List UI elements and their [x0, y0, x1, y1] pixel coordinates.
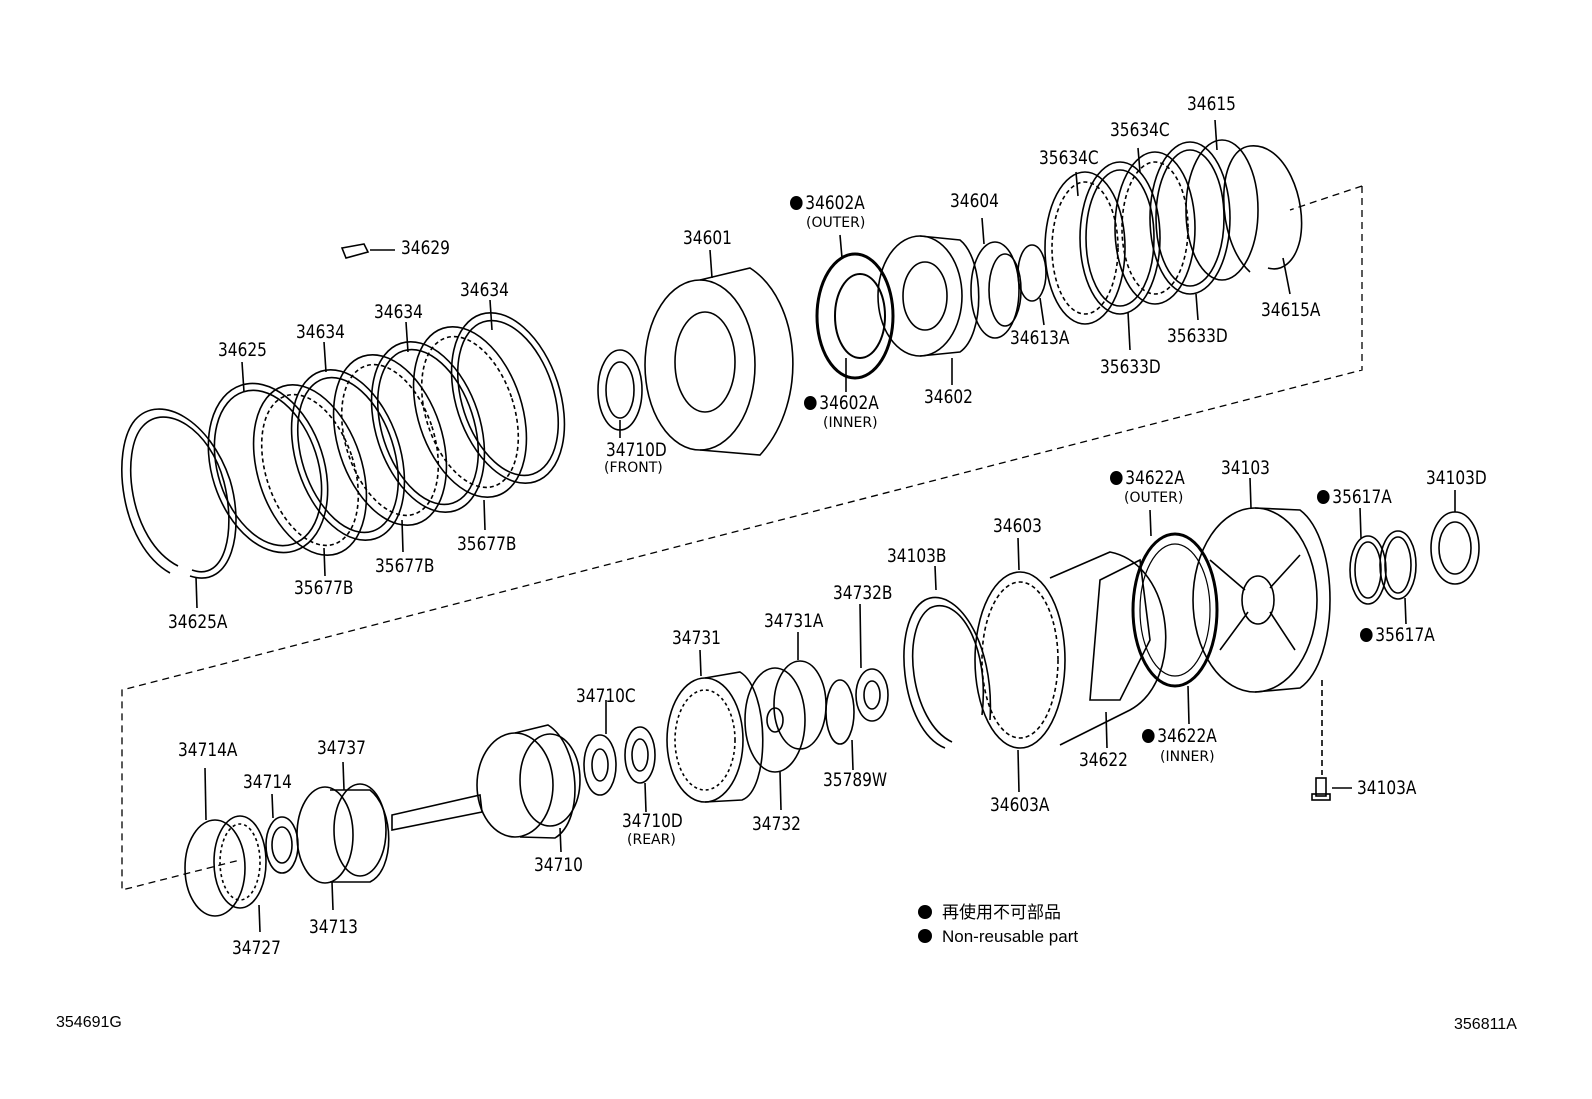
label-34103D: 34103D — [1426, 467, 1487, 489]
non-reusable-marker — [918, 905, 932, 919]
label-34634: 34634 — [296, 321, 345, 343]
part-34613A-snap-ring — [1017, 244, 1047, 326]
label-34737: 34737 — [317, 737, 366, 759]
label-outer: (OUTER) — [806, 215, 866, 231]
label-inner: (INNER) — [823, 415, 878, 431]
label-35677B: 35677B — [294, 577, 354, 599]
label-34604: 34604 — [950, 190, 999, 212]
label-34732: 34732 — [752, 813, 801, 835]
label-34602: 34602 — [924, 386, 973, 408]
label-34629: 34629 — [401, 237, 450, 259]
non-reusable-marker — [1110, 471, 1123, 485]
label-34602A-outer: 34602A — [790, 193, 865, 213]
label-35634C: 35634C — [1110, 119, 1170, 141]
label-34603: 34603 — [993, 515, 1042, 537]
label-34625: 34625 — [218, 339, 267, 361]
label-34710D-rear: 34710D — [622, 810, 683, 832]
non-reusable-marker — [918, 929, 932, 943]
non-reusable-marker — [790, 196, 803, 210]
part-34732-carrier — [744, 632, 827, 811]
label-34615: 34615 — [1187, 93, 1236, 115]
footer-right-code: 356811A — [1454, 1016, 1517, 1033]
part-34710D-front-bearing — [597, 349, 643, 438]
part-34603-drum — [974, 537, 1167, 793]
label-34602A-inner: 34602A — [804, 393, 879, 413]
part-34625A-snap-ring — [121, 408, 237, 609]
part-34103-housing — [1192, 477, 1331, 775]
part-clutch-discs — [252, 299, 566, 577]
part-34737-34713 — [296, 761, 390, 911]
part-34622A-seals — [1131, 509, 1219, 725]
part-35617A-seals — [1349, 507, 1417, 625]
label-35617A: 35617A — [1360, 625, 1435, 645]
label-inner: (INNER) — [1160, 749, 1215, 765]
part-34731-ring-gear — [666, 649, 764, 803]
part-34103B-band — [903, 565, 992, 749]
label-34714: 34714 — [243, 771, 292, 793]
label-34713: 34713 — [309, 916, 358, 938]
label-35677B: 35677B — [375, 555, 435, 577]
label-34615A: 34615A — [1261, 299, 1321, 321]
part-34629-pin — [340, 243, 395, 259]
label-35789W: 35789W — [823, 769, 888, 791]
label-34731A: 34731A — [764, 610, 824, 632]
label-34103: 34103 — [1221, 457, 1270, 479]
part-34714-bearing — [265, 793, 299, 874]
footer-left-code: 354691G — [56, 1014, 122, 1031]
part-rear-clutch-discs — [1044, 119, 1259, 351]
label-34710C: 34710C — [576, 685, 636, 707]
label-34103B: 34103B — [887, 545, 947, 567]
label-34625A: 34625A — [168, 611, 228, 633]
label-34622A-inner: 34622A — [1142, 726, 1217, 746]
part-34710C-washer — [583, 700, 617, 796]
label-35634C: 35634C — [1039, 147, 1099, 169]
label-35617A: 35617A — [1317, 487, 1392, 507]
label-34634: 34634 — [460, 279, 509, 301]
label-34710: 34710 — [534, 854, 583, 876]
label-34634: 34634 — [374, 301, 423, 323]
label-34710D-front: 34710D — [606, 439, 667, 461]
label-35633D: 35633D — [1167, 325, 1228, 347]
label-34613A: 34613A — [1010, 327, 1070, 349]
non-reusable-marker — [804, 396, 817, 410]
part-34710-shaft-gear — [391, 724, 581, 853]
label-34727: 34727 — [232, 937, 281, 959]
label-front: (FRONT) — [604, 460, 663, 476]
part-34604-spring — [970, 217, 1022, 339]
part-34103D-washer — [1430, 490, 1480, 585]
label-34714A: 34714A — [178, 739, 238, 761]
non-reusable-marker — [1317, 490, 1330, 504]
part-34625-ring — [207, 361, 329, 554]
part-34103A-bolt — [1311, 777, 1352, 801]
part-34714A-34727 — [184, 767, 267, 933]
label-34601: 34601 — [683, 227, 732, 249]
dashed-group-boundary — [121, 186, 1363, 891]
label-34622: 34622 — [1079, 749, 1128, 771]
legend-en: Non-reusable part — [918, 926, 1078, 948]
non-reusable-marker — [1142, 729, 1155, 743]
label-outer: (OUTER) — [1124, 490, 1184, 506]
label-34732B: 34732B — [833, 582, 893, 604]
label-34731: 34731 — [672, 627, 721, 649]
label-35677B: 35677B — [457, 533, 517, 555]
label-35633D: 35633D — [1100, 356, 1161, 378]
label-34622A-outer: 34622A — [1110, 468, 1185, 488]
part-34602-piston — [877, 235, 980, 385]
part-34710D-rear-washer — [624, 726, 656, 813]
label-34103A: 34103A — [1357, 777, 1417, 799]
non-reusable-marker — [1360, 628, 1373, 642]
label-34603A: 34603A — [990, 794, 1050, 816]
legend-jp: 再使用不可部品 — [918, 902, 1061, 924]
part-35789W-34732B — [825, 603, 889, 771]
part-34601-drum — [644, 249, 794, 456]
part-34602A-seals — [815, 234, 895, 392]
part-34615A-snap-ring — [1222, 145, 1303, 295]
label-rear: (REAR) — [627, 832, 676, 848]
